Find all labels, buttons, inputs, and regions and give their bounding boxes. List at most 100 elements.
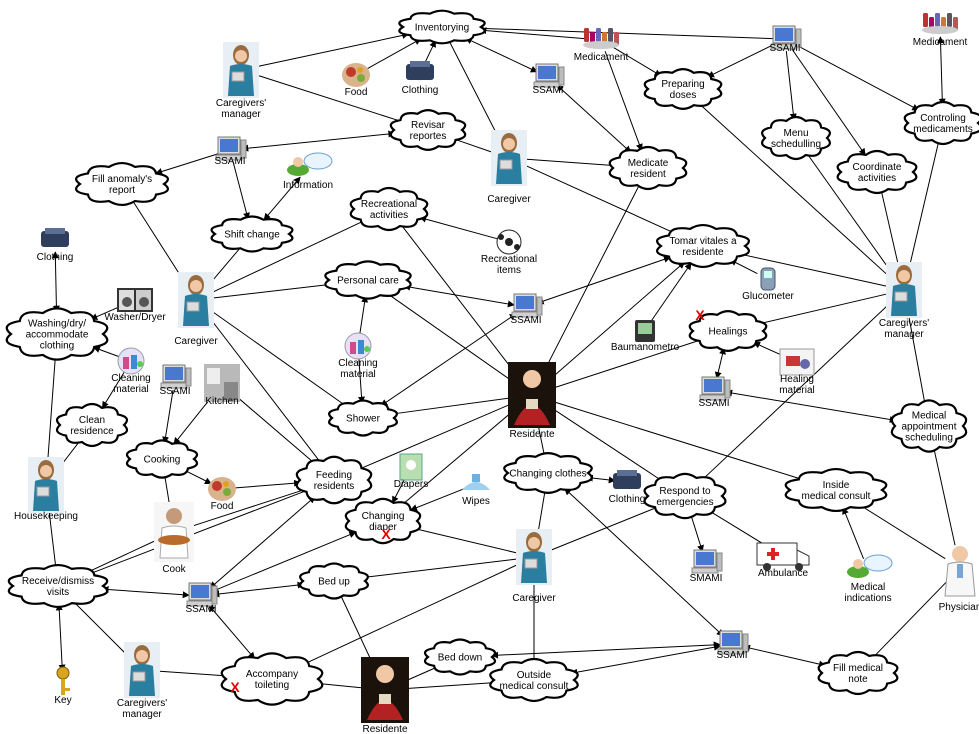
- resource-ssami-inventory[interactable]: SSAMI: [532, 63, 565, 96]
- edge-ssami-top-right-to-preparing-doses: [707, 43, 775, 78]
- activity-label: Respond to: [659, 486, 711, 497]
- activity-shift-change[interactable]: Shift change: [210, 215, 294, 253]
- actor-caregiver-top[interactable]: Caregiver: [487, 130, 531, 205]
- edge-ssami-kitchen-to-cooking: [162, 389, 174, 444]
- activity-shower[interactable]: Shower: [328, 399, 398, 437]
- resource-clothing-top[interactable]: Clothing: [402, 61, 439, 96]
- activity-label: Receive/dismiss: [22, 576, 94, 587]
- resource-medicament-right[interactable]: Medicament: [913, 13, 968, 48]
- cloud-shape: [389, 109, 467, 151]
- actor-caregiver-left[interactable]: Caregiver: [174, 272, 218, 347]
- cloud-shape: [817, 650, 899, 696]
- actor-caregivers-manager-bottom[interactable]: Caregivers'manager: [117, 642, 167, 720]
- actor-housekeeping[interactable]: Housekeeping: [14, 457, 78, 522]
- resource-smami[interactable]: SMAMI: [690, 549, 723, 584]
- resource-wipes[interactable]: Wipes: [462, 474, 490, 507]
- edge-caregiver-top-to-tomar-vitales: [524, 164, 675, 234]
- resource-medicament-center[interactable]: Medicament: [574, 28, 629, 63]
- activity-label: resident: [630, 169, 666, 180]
- actor-label: Caregiver: [512, 593, 556, 604]
- resource-label: Washer/Dryer: [104, 312, 166, 323]
- activity-label: activities: [370, 210, 408, 221]
- activity-cooking[interactable]: Cooking: [125, 439, 199, 479]
- cloud-shape: [220, 652, 324, 706]
- actor-label: manager: [122, 709, 162, 720]
- resource-ssami-bottom[interactable]: SSAMI: [185, 582, 218, 615]
- resource-food-cook[interactable]: Food: [208, 477, 236, 512]
- activity-inventorying[interactable]: Inventorying: [398, 9, 486, 45]
- resource-glucometer[interactable]: Glucometer: [742, 267, 795, 302]
- resource-food-top[interactable]: Food: [342, 63, 370, 98]
- activity-bed-up[interactable]: Bed up: [299, 562, 369, 600]
- actor-physician[interactable]: Physician: [939, 546, 979, 613]
- resource-diapers[interactable]: Diapers: [394, 453, 428, 490]
- resource-information[interactable]: Information: [283, 152, 333, 191]
- resource-ssami-healing[interactable]: SSAMI: [698, 376, 731, 409]
- actor-caregivers-manager-right[interactable]: Caregivers'manager: [879, 262, 929, 340]
- edge-residente-bottom-to-outside-medical-consult: [400, 682, 495, 690]
- edge-outside-medical-consult-to-ssami-bottom-right: [570, 643, 721, 676]
- edge-respond-to-emergencies-to-smami: [690, 514, 704, 553]
- actor-caregiver-bottom[interactable]: Caregiver: [512, 529, 556, 604]
- activity-healings[interactable]: Healings: [688, 310, 768, 352]
- activity-personal-care[interactable]: Personal care: [324, 260, 412, 300]
- resource-label: Key: [54, 695, 71, 706]
- healing-icon: [779, 348, 815, 376]
- actor-cook[interactable]: Cook: [154, 502, 194, 575]
- resource-ssami-middle[interactable]: SSAMI: [510, 293, 543, 326]
- resource-baumanometro[interactable]: Baumanometro: [611, 320, 680, 353]
- cloud-shape: [643, 472, 727, 520]
- resource-kitchen[interactable]: Kitchen: [204, 364, 240, 407]
- activity-bed-down[interactable]: Bed down: [423, 638, 497, 676]
- activity-label: Bed down: [438, 653, 482, 664]
- edge-recreational-items-to-recreational-activities: [419, 215, 498, 240]
- washer-icon: [117, 288, 153, 312]
- activity-label: Accompany: [246, 669, 298, 680]
- activity-label: medicaments: [913, 124, 972, 135]
- resource-ssami-left[interactable]: SSAMI: [214, 136, 247, 167]
- resource-ssami-top-right[interactable]: SSAMI: [769, 25, 802, 54]
- resource-ssami-kitchen[interactable]: SSAMI: [159, 364, 192, 397]
- activity-label: Washing/dry/: [28, 319, 86, 330]
- actor-caregivers-manager-top[interactable]: Caregivers'manager: [216, 42, 266, 120]
- actor-residente-bottom[interactable]: Residente: [361, 657, 409, 734]
- activity-changing-clothes[interactable]: Changing clothes: [503, 452, 593, 494]
- edge-ssami-left-to-revisar-reportes: [241, 130, 396, 152]
- resource-clothing-mid[interactable]: Clothing: [609, 470, 646, 505]
- activity-label: Clean: [79, 415, 105, 426]
- edge-clothing-top-to-inventorying: [424, 40, 436, 63]
- edge-ssami-healing-to-medical-appointment-scheduling: [725, 389, 897, 423]
- resource-clothing-left[interactable]: Clothing: [37, 228, 74, 263]
- resource-ambulance[interactable]: Ambulance: [756, 542, 810, 579]
- resource-label: SMAMI: [690, 573, 723, 584]
- resource-washer-dryer[interactable]: Washer/Dryer: [104, 288, 166, 323]
- resource-key[interactable]: Key: [54, 666, 72, 706]
- resource-ssami-bottom-right[interactable]: SSAMI: [716, 630, 749, 661]
- actor-residente-center[interactable]: Residente: [508, 362, 556, 440]
